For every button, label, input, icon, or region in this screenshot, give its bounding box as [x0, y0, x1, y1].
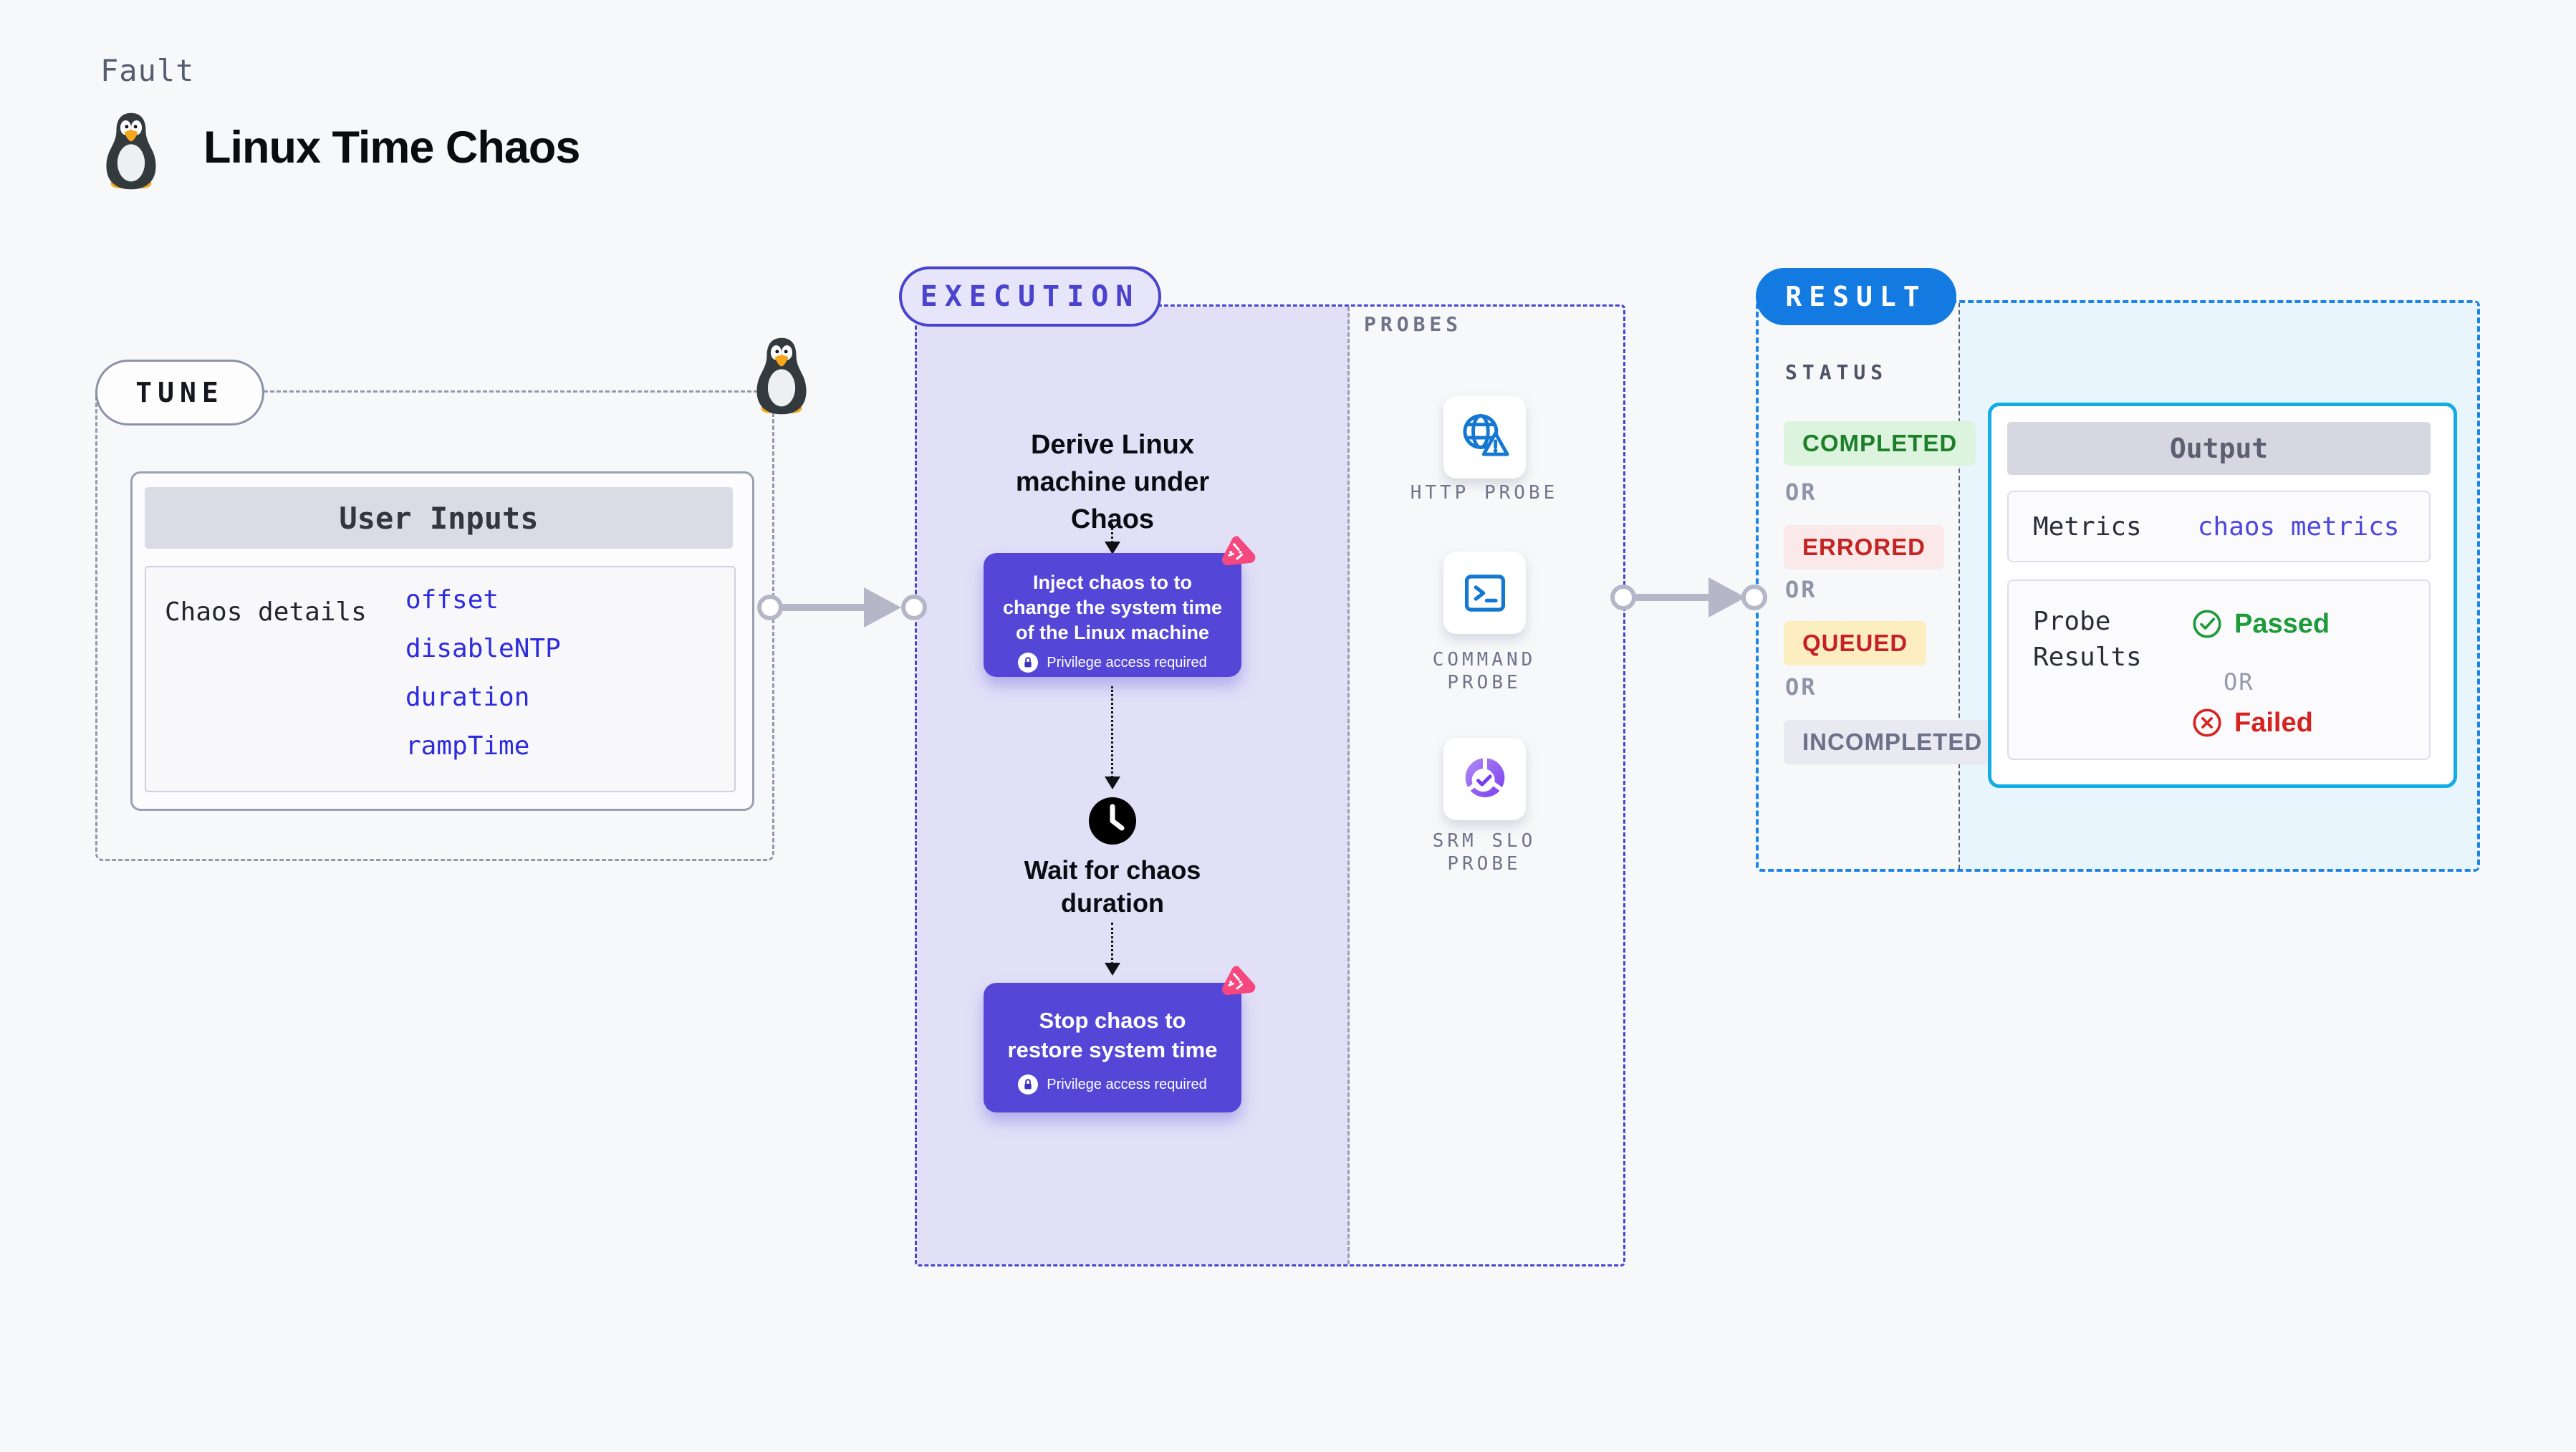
connector-dot [901, 595, 927, 620]
result-pill: RESULT [1756, 268, 1956, 325]
inject-chaos-step-box: Inject chaos to to change the system tim… [984, 553, 1241, 677]
metrics-label: Metrics [2033, 511, 2142, 542]
passed-label: Passed [2234, 608, 2330, 639]
or-separator: OR [1785, 673, 1817, 701]
connector-dot [1741, 585, 1767, 610]
probe-result-passed: Passed [2191, 608, 2330, 640]
execution-pill: EXECUTION [899, 266, 1161, 327]
globe-alert-icon [1457, 410, 1513, 466]
input-link-duration[interactable]: duration [405, 683, 530, 712]
http-probe-label: HTTP PROBE [1410, 482, 1559, 504]
or-separator: OR [1785, 479, 1817, 506]
execution-to-result-arrow [1623, 594, 1715, 601]
slo-donut-icon [1458, 752, 1512, 807]
privilege-note-row: Privilege access required [984, 1074, 1241, 1095]
srm-slo-probe-card [1443, 738, 1526, 820]
lock-icon [1018, 653, 1039, 673]
flow-arrowhead [1105, 542, 1120, 554]
linux-tux-icon [752, 337, 811, 415]
lock-icon [1018, 1074, 1039, 1095]
execution-to-result-arrowhead [1708, 577, 1746, 617]
metrics-row: Metrics chaos metrics [2007, 491, 2431, 562]
probe-results-label: Probe Results [2033, 607, 2142, 672]
flow-dotted-line [1111, 923, 1113, 964]
input-link-disablentp[interactable]: disableNTP [405, 634, 561, 663]
tune-to-execution-arrow [770, 604, 870, 611]
output-card: Output Metrics chaos metrics Probe Resul… [1988, 403, 2457, 788]
tune-to-execution-arrowhead [864, 587, 901, 628]
user-inputs-body [145, 566, 736, 792]
inject-step-label: Inject chaos to to change the system tim… [1002, 572, 1223, 643]
wait-step-label: Wait for chaos duration [1024, 855, 1201, 918]
input-link-ramptime[interactable]: rampTime [405, 731, 530, 761]
metrics-link[interactable]: chaos metrics [2197, 511, 2400, 542]
page-title: Linux Time Chaos [203, 122, 580, 173]
probes-section-label: PROBES [1364, 312, 1463, 336]
probe-result-failed: Failed [2191, 707, 2313, 739]
fault-category-label: Fault [100, 53, 195, 88]
tune-pill: TUNE [95, 360, 264, 425]
command-probe-label: COMMAND PROBE [1432, 649, 1537, 693]
input-link-offset[interactable]: offset [405, 585, 499, 615]
failed-label: Failed [2234, 707, 2313, 738]
status-badge-queued: QUEUED [1784, 621, 1927, 665]
connector-dot [757, 595, 783, 620]
status-badge-errored: ERRORED [1784, 525, 1945, 569]
chaos-details-label: Chaos details [165, 597, 367, 627]
status-column-label: STATUS [1785, 360, 1888, 384]
terminal-icon [1458, 567, 1512, 620]
linux-tux-icon [102, 112, 160, 191]
chaos-fault-icon [1218, 534, 1256, 572]
tune-section-box [95, 390, 774, 861]
stop-step-label: Stop chaos to restore system time [1007, 1008, 1218, 1062]
flow-dotted-line [1111, 514, 1113, 543]
chaos-fault-icon [1218, 963, 1256, 1002]
check-circle-icon [2191, 608, 2223, 640]
connector-dot [1610, 585, 1636, 610]
or-separator: OR [2224, 668, 2254, 696]
clock-icon [1087, 796, 1138, 846]
srm-slo-probe-label: SRM SLO PROBE [1432, 830, 1537, 875]
http-probe-card [1443, 396, 1526, 479]
user-inputs-header: User Inputs [145, 487, 733, 549]
privilege-note: Privilege access required [1047, 1076, 1207, 1092]
or-separator: OR [1785, 576, 1817, 603]
status-badge-incompleted: INCOMPLETED [1784, 720, 2001, 764]
privilege-note-row: Privilege access required [984, 653, 1241, 673]
x-circle-icon [2191, 707, 2223, 739]
command-probe-card [1443, 552, 1526, 634]
flow-arrowhead [1105, 777, 1120, 789]
probe-results-row: Probe Results Passed OR Failed [2007, 580, 2431, 760]
privilege-note: Privilege access required [1047, 654, 1207, 670]
status-badge-completed: COMPLETED [1784, 421, 1976, 466]
stop-chaos-step-box: Stop chaos to restore system time Privil… [984, 983, 1241, 1112]
flow-arrowhead [1105, 963, 1120, 976]
output-card-header: Output [2007, 422, 2431, 475]
flow-dotted-line [1111, 686, 1113, 778]
